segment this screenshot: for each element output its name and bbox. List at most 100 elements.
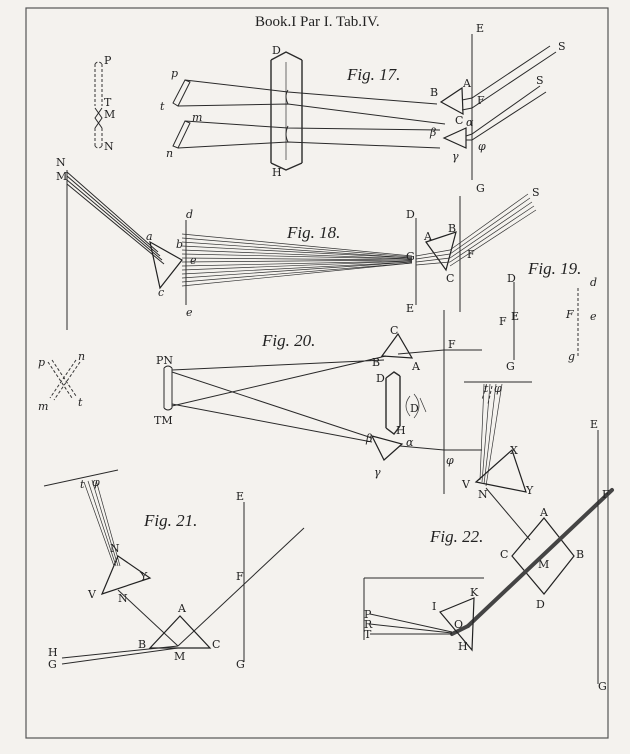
svg-text:b: b: [176, 238, 183, 251]
svg-text:G: G: [598, 680, 607, 693]
svg-text:t: t: [80, 478, 85, 491]
svg-text:G: G: [406, 250, 415, 263]
svg-text:m: m: [38, 400, 48, 413]
svg-text:H: H: [396, 424, 406, 437]
svg-text:PN: PN: [156, 354, 173, 367]
svg-text:T: T: [104, 96, 112, 109]
svg-text:t: t: [484, 382, 489, 395]
svg-text:H: H: [272, 166, 282, 179]
svg-text:β: β: [429, 126, 436, 139]
svg-text:R: R: [364, 618, 373, 631]
svg-text:p: p: [171, 67, 178, 80]
svg-text:M: M: [538, 558, 549, 571]
svg-text:g: g: [568, 350, 575, 363]
svg-text:O: O: [454, 618, 463, 631]
plate-title: Book.I Par I. Tab.IV.: [255, 14, 380, 30]
svg-text:φ: φ: [92, 476, 100, 489]
svg-text:E: E: [236, 490, 244, 503]
svg-text:F: F: [602, 488, 610, 501]
svg-text:n: n: [78, 350, 85, 363]
figure-17: Fig. 17. p t m n D H E G B A C F β α γ φ…: [160, 22, 566, 195]
svg-text:d: d: [590, 276, 597, 289]
crossed-spectra: p n m t: [38, 350, 85, 413]
svg-text:G: G: [48, 658, 57, 671]
svg-text:B: B: [448, 222, 456, 235]
svg-text:G: G: [236, 658, 245, 671]
fig18-caption: Fig. 18.: [286, 223, 340, 242]
svg-text:e: e: [186, 306, 193, 319]
figure-18: Fig. 18. N M a b c d e e D E G A B C: [56, 156, 540, 330]
svg-text:Y: Y: [139, 570, 148, 583]
svg-text:E: E: [590, 418, 598, 431]
svg-text:D: D: [536, 598, 545, 611]
svg-text:D: D: [272, 44, 281, 57]
svg-text:N: N: [56, 156, 66, 169]
svg-text:C: C: [446, 272, 454, 285]
svg-text:α: α: [466, 116, 474, 129]
svg-text:X: X: [510, 444, 518, 457]
svg-text:A: A: [423, 230, 433, 243]
svg-text:φ: φ: [478, 140, 486, 153]
svg-text:M: M: [104, 108, 115, 121]
svg-text:I: I: [432, 600, 436, 613]
svg-text:E: E: [511, 310, 519, 323]
svg-text:A: A: [462, 77, 472, 90]
svg-text:Y: Y: [525, 484, 534, 497]
svg-text:C: C: [212, 638, 220, 651]
svg-text:A: A: [539, 506, 549, 519]
svg-text:B: B: [138, 638, 146, 651]
svg-text:N: N: [478, 488, 488, 501]
svg-text:β: β: [365, 432, 372, 445]
svg-text:N: N: [110, 542, 120, 555]
svg-text:c: c: [158, 286, 164, 299]
svg-text:A: A: [177, 602, 187, 615]
svg-text:S: S: [532, 186, 540, 199]
svg-text:B: B: [576, 548, 584, 561]
svg-text:D: D: [410, 402, 419, 415]
svg-text:n: n: [166, 147, 173, 160]
fig22-caption: Fig. 22.: [429, 527, 483, 546]
svg-text:A: A: [411, 360, 421, 373]
svg-text:V: V: [461, 478, 471, 491]
svg-text:S: S: [558, 40, 566, 53]
figure-21: Fig. 21. t φ N V Y N A B C M H G E F G: [43, 469, 305, 671]
svg-text:F: F: [565, 308, 574, 321]
svg-text:B: B: [372, 356, 380, 369]
svg-text:D: D: [376, 372, 385, 385]
svg-text:H: H: [458, 640, 468, 653]
small-image-pmtn: P T M N: [94, 54, 115, 153]
svg-text:α: α: [406, 436, 414, 449]
svg-text:TM: TM: [154, 414, 173, 427]
svg-text:G: G: [506, 360, 515, 373]
svg-text:m: m: [192, 111, 202, 124]
svg-text:C: C: [455, 114, 463, 127]
svg-text:M: M: [174, 650, 185, 663]
svg-text:F: F: [477, 94, 485, 107]
svg-text:M: M: [56, 170, 67, 183]
svg-text:N: N: [104, 140, 114, 153]
svg-text:C: C: [390, 324, 398, 337]
svg-text:d: d: [186, 208, 193, 221]
svg-text:e: e: [190, 254, 197, 267]
fig17-caption: Fig. 17.: [346, 65, 400, 84]
svg-text:N: N: [118, 592, 128, 605]
svg-text:a: a: [146, 230, 153, 243]
fig21-caption: Fig. 21.: [143, 511, 197, 530]
fig19-caption: Fig. 19.: [527, 259, 581, 278]
svg-text:γ: γ: [374, 466, 381, 479]
svg-text:D: D: [507, 272, 516, 285]
fig20-caption: Fig. 20.: [261, 331, 315, 350]
svg-text:P: P: [104, 54, 112, 67]
svg-text:C: C: [500, 548, 508, 561]
svg-text:E: E: [476, 22, 484, 35]
svg-text:F: F: [448, 338, 456, 351]
svg-text:p: p: [38, 356, 45, 369]
svg-text:t: t: [78, 396, 83, 409]
svg-text:K: K: [470, 586, 479, 599]
svg-text:T: T: [364, 628, 372, 641]
svg-text:B: B: [430, 86, 438, 99]
figure-22: Fig. 22. A B C D M E F G I K O H P R T: [363, 418, 614, 693]
svg-text:F: F: [467, 248, 475, 261]
svg-text:S: S: [536, 74, 544, 87]
